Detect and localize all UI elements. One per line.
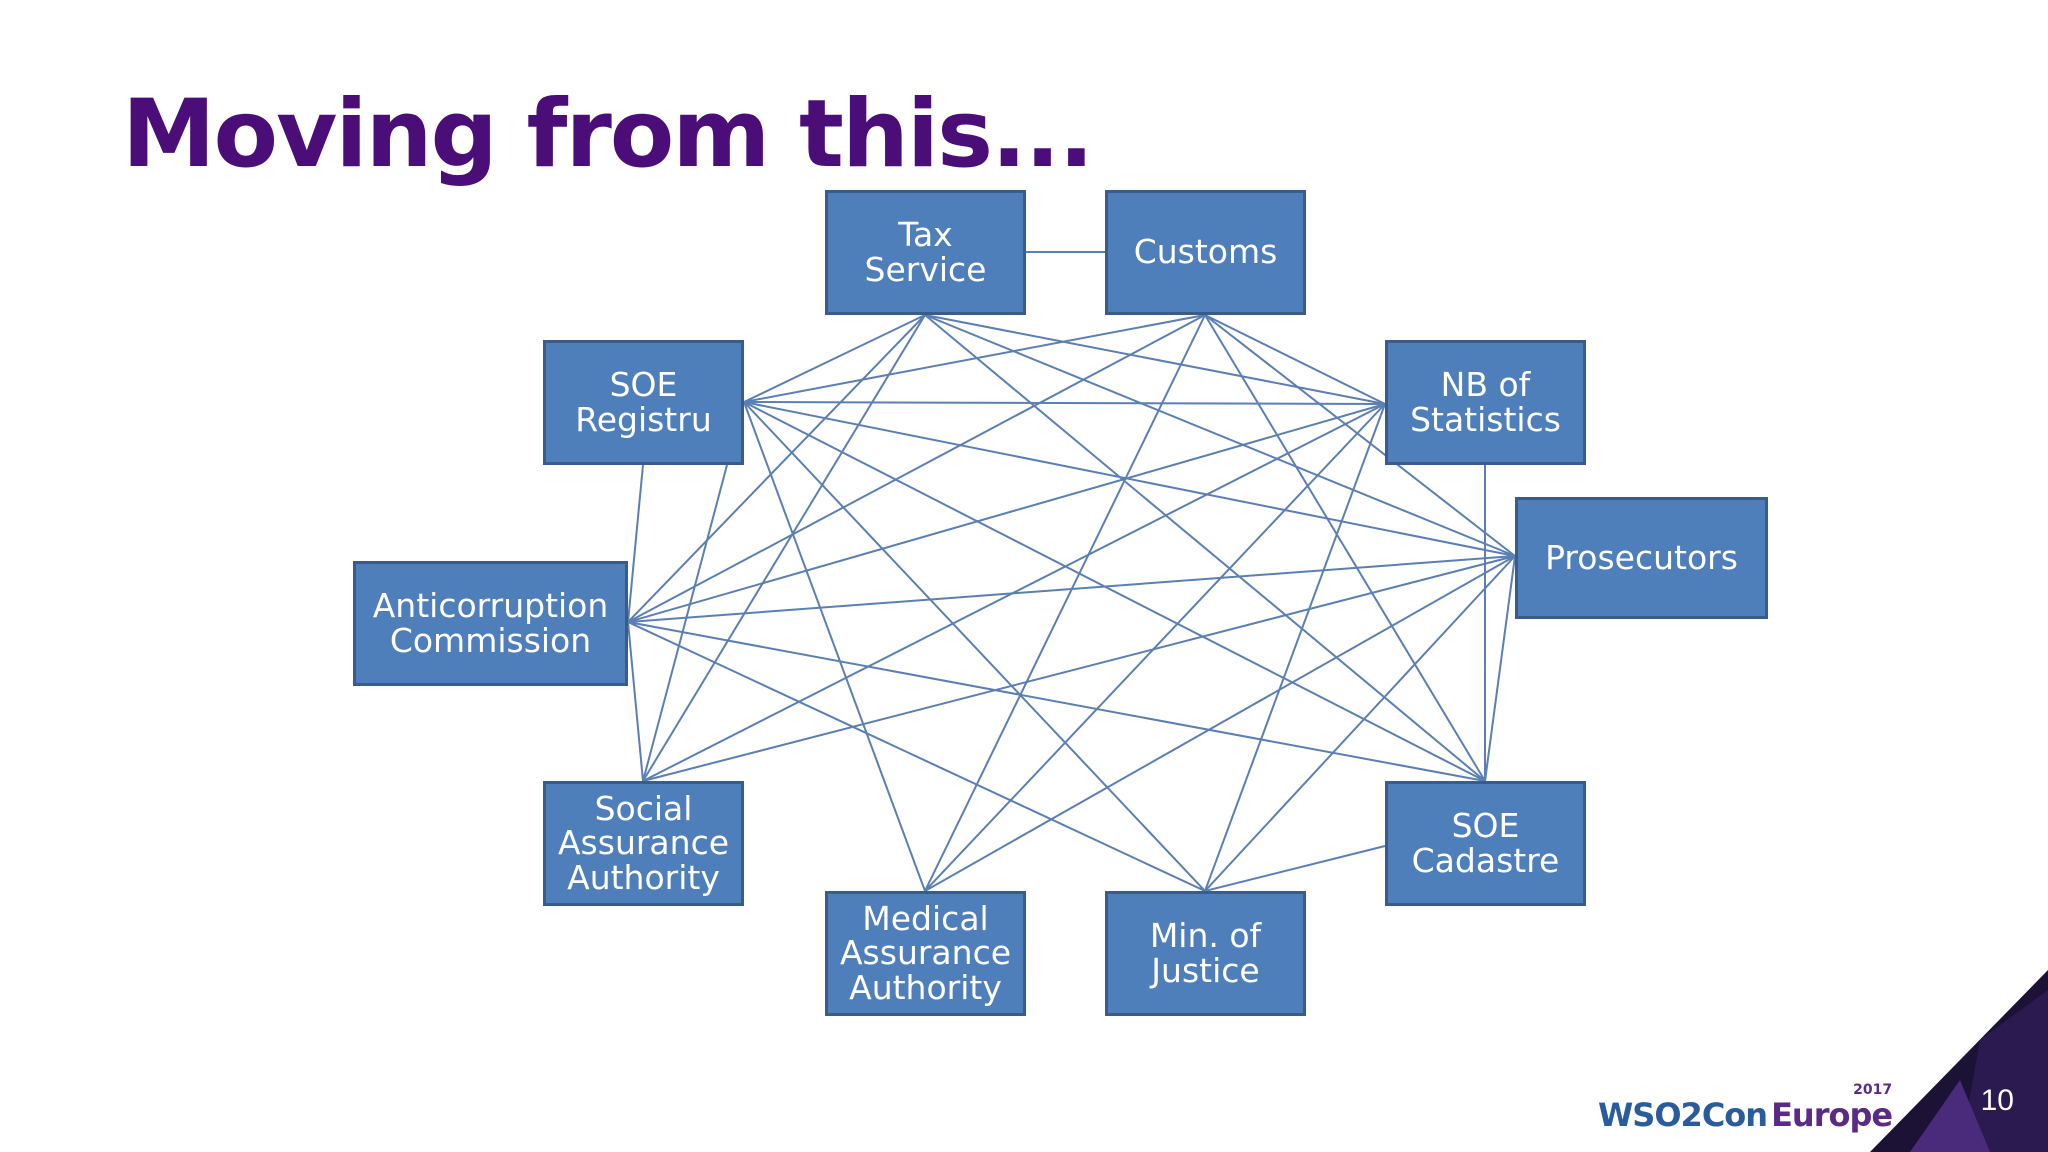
edge-anticorruption-soe_cad bbox=[627, 621, 1486, 782]
edge-tax-nb_stat bbox=[924, 314, 1386, 405]
node-label-line: Customs bbox=[1133, 232, 1278, 272]
logo-brand: WSO2Con bbox=[1598, 1096, 1768, 1134]
edge-customs-nb_stat bbox=[1204, 314, 1386, 405]
edge-nb_stat-justice bbox=[1204, 403, 1386, 892]
edge-tax-soe_cad bbox=[924, 314, 1486, 782]
node-label-line: Prosecutors bbox=[1545, 537, 1738, 577]
edge-nb_stat-medical bbox=[924, 403, 1386, 892]
node-label-line: Assurance bbox=[839, 933, 1012, 973]
node-label-line: Statistics bbox=[1410, 399, 1561, 439]
edge-anticorruption-social bbox=[627, 621, 644, 782]
edge-soe_reg-social bbox=[642, 464, 728, 782]
edge-tax-prosecutors bbox=[924, 314, 1516, 557]
node-label-line: Anticorruption bbox=[372, 586, 609, 626]
edge-nb_stat-anticorruption bbox=[627, 403, 1386, 623]
edge-soe_reg-prosecutors bbox=[743, 401, 1516, 557]
node-customs: Customs bbox=[1105, 190, 1306, 315]
node-label-line: Social bbox=[594, 789, 693, 829]
node-label: Prosecutors bbox=[1545, 537, 1738, 577]
node-label: Customs bbox=[1133, 232, 1278, 272]
edge-soe_reg-soe_cad bbox=[743, 401, 1486, 782]
node-label-line: Registru bbox=[575, 399, 712, 439]
edge-soe_cad-justice bbox=[1204, 845, 1386, 892]
node-label-line: Authority bbox=[567, 857, 720, 897]
edge-soe_reg-justice bbox=[743, 401, 1206, 892]
edge-customs-soe_reg bbox=[743, 314, 1206, 403]
node-label-line: SOE bbox=[1451, 806, 1520, 846]
node-label-line: Cadastre bbox=[1411, 840, 1560, 880]
edge-prosecutors-justice bbox=[1204, 555, 1516, 892]
node-label-line: Commission bbox=[389, 620, 592, 660]
node-label-line: Assurance bbox=[557, 823, 730, 863]
node-label-line: Medical bbox=[862, 899, 989, 939]
page-number: 10 bbox=[1980, 1084, 2014, 1117]
edge-anticorruption-justice bbox=[627, 621, 1206, 892]
edge-customs-anticorruption bbox=[627, 314, 1206, 623]
edge-tax-anticorruption bbox=[627, 314, 926, 623]
node-label-line: Tax bbox=[898, 215, 953, 255]
edge-prosecutors-soe_cad bbox=[1484, 555, 1516, 782]
logo-year: 2017 bbox=[1853, 1082, 1893, 1098]
node-label-line: SOE bbox=[609, 365, 678, 405]
edge-prosecutors-social bbox=[642, 555, 1516, 782]
edge-tax-soe_reg bbox=[743, 314, 926, 403]
edge-customs-prosecutors bbox=[1204, 314, 1516, 557]
node-label-line: NB of bbox=[1440, 365, 1531, 405]
edge-tax-social bbox=[642, 314, 926, 782]
edge-prosecutors-medical bbox=[924, 555, 1516, 892]
wso2con-logo: WSO2Con Europe 2017 bbox=[1598, 1082, 1893, 1134]
edge-soe_reg-medical bbox=[743, 401, 926, 892]
node-label-line: Service bbox=[864, 249, 987, 289]
edge-customs-soe_cad bbox=[1204, 314, 1486, 782]
edge-prosecutors-anticorruption bbox=[627, 555, 1516, 623]
edge-customs-medical bbox=[924, 314, 1206, 892]
node-label-line: Min. of bbox=[1149, 916, 1262, 956]
node-label-line: Justice bbox=[1151, 950, 1260, 990]
edge-soe_reg-anticorruption bbox=[627, 464, 644, 623]
slide-title: Moving from this... bbox=[122, 80, 1094, 189]
node-label-line: Authority bbox=[849, 967, 1002, 1007]
edge-soe_reg-nb_stat bbox=[743, 401, 1386, 405]
node-prosecutors: Prosecutors bbox=[1515, 497, 1768, 619]
logo-edition: Europe bbox=[1771, 1096, 1893, 1134]
